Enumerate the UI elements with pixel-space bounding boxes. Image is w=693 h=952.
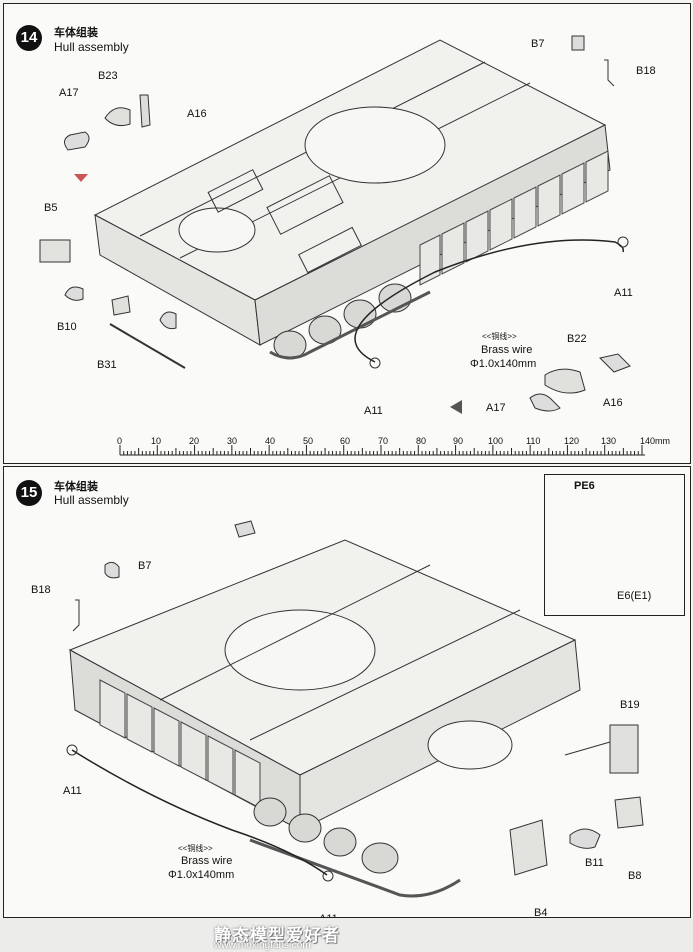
step-14-title-cn: 车体组装 — [54, 27, 98, 39]
inset-panel — [544, 474, 685, 616]
part-label: B19 — [620, 699, 640, 711]
part-label: A16 — [603, 397, 623, 409]
brass-wire-size: Φ1.0x140mm — [168, 869, 235, 881]
ruler-tick: 40 — [265, 436, 276, 446]
watermark-url: www.moxingfans.com — [214, 940, 311, 951]
part-label: A11 — [364, 405, 383, 417]
part-label: B7 — [531, 38, 545, 50]
ruler-tick: 50 — [303, 436, 314, 446]
ruler-tick: 90 — [453, 436, 464, 446]
part-label: A16 — [187, 108, 207, 120]
part-label: B31 — [97, 359, 117, 371]
ruler-tick: 100 — [488, 436, 504, 446]
ruler-tick: 30 — [227, 436, 238, 446]
part-label: A11 — [614, 287, 633, 299]
ruler-tick: 60 — [340, 436, 351, 446]
hull-drawing-step15 — [66, 520, 644, 898]
part-label: B10 — [57, 321, 77, 333]
brass-wire-cn: <<铜线>> — [482, 332, 517, 341]
ruler-tick: 140mm — [640, 436, 671, 446]
brass-wire-cn: <<铜线>> — [178, 844, 213, 853]
part-label: B11 — [585, 857, 604, 869]
brass-wire-size: Φ1.0x140mm — [470, 358, 537, 370]
ruler-tick: 0 — [117, 436, 123, 446]
watermark-bar — [0, 918, 693, 952]
inset-label: PE6 — [574, 480, 595, 492]
step-number-15: 15 — [16, 480, 42, 506]
part-label: B7 — [138, 560, 152, 572]
ruler-tick: 120 — [564, 436, 580, 446]
part-label: A17 — [486, 402, 506, 414]
part-label: B22 — [567, 333, 587, 345]
hull-drawing-step14 — [39, 35, 631, 414]
step-15-title-en: Hull assembly — [54, 493, 129, 507]
brass-wire-en: Brass wire — [181, 855, 233, 867]
step-number-14: 14 — [16, 25, 42, 51]
step-15-title-cn: 车体组装 — [54, 481, 98, 493]
part-label: B23 — [98, 70, 118, 82]
step-14-title-en: Hull assembly — [54, 40, 129, 54]
part-label: A17 — [59, 87, 79, 99]
part-label: B18 — [636, 65, 656, 77]
part-label: B8 — [628, 870, 642, 882]
ruler-tick: 20 — [189, 436, 200, 446]
ruler-tick: 80 — [416, 436, 427, 446]
part-label: B18 — [31, 584, 51, 596]
ruler-tick: 10 — [151, 436, 162, 446]
part-label: A11 — [63, 785, 82, 797]
brass-wire-en: Brass wire — [481, 344, 533, 356]
inset-label: E6(E1) — [617, 590, 652, 602]
part-label: B5 — [44, 202, 58, 214]
watermark-title: 静态模型爱好者 — [214, 926, 340, 945]
ruler-tick: 70 — [378, 436, 389, 446]
ruler-tick: 130 — [601, 436, 617, 446]
scale-ruler — [119, 445, 645, 456]
ruler-tick: 110 — [526, 436, 541, 446]
part-label: B4 — [534, 907, 548, 919]
